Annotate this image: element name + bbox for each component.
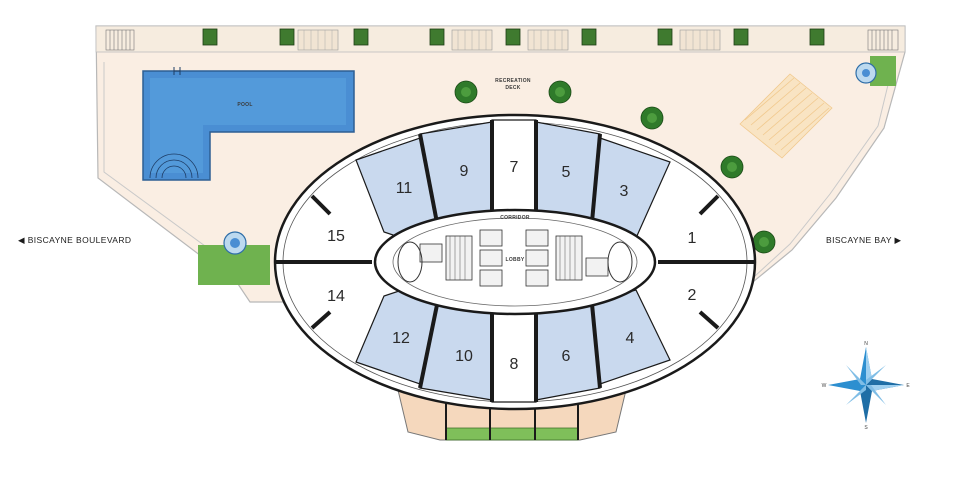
recreation-deck-label-line1: RECREATION <box>495 78 531 84</box>
lobby-label: LOBBY <box>506 257 525 263</box>
stair-right <box>867 29 899 51</box>
recreation-deck-label-line2: DECK <box>505 85 520 91</box>
compass-north: N <box>864 341 868 347</box>
fountain-left <box>198 231 270 285</box>
corridor-label: CORRIDOR <box>500 215 530 221</box>
compass-east: E <box>906 383 910 389</box>
unit-10: 10 <box>455 348 473 365</box>
core-elevators <box>419 229 609 287</box>
units-blue <box>355 121 671 401</box>
compass-rose <box>828 347 904 423</box>
pool-label: POOL <box>237 102 252 108</box>
unit-6: 6 <box>562 348 571 365</box>
compass-south: S <box>864 425 868 431</box>
unit-7: 7 <box>510 159 519 176</box>
unit-14: 14 <box>327 288 345 305</box>
sun-deck <box>739 73 833 159</box>
unit-1: 1 <box>688 230 697 247</box>
unit-15: 15 <box>327 228 345 245</box>
planters-top <box>202 28 825 46</box>
compass-west: W <box>822 383 827 389</box>
street-label-left: ◀ BISCAYNE BOULEVARD <box>18 235 132 245</box>
unit-9: 9 <box>460 163 469 180</box>
unit-4: 4 <box>626 330 635 347</box>
unit-12: 12 <box>392 330 410 347</box>
unit-5: 5 <box>562 164 571 181</box>
stair-left <box>105 29 135 51</box>
unit-2: 2 <box>688 287 697 304</box>
pool <box>142 67 355 181</box>
street-label-right: BISCAYNE BAY ▶ <box>826 235 902 245</box>
unit-11: 11 <box>396 180 413 197</box>
unit-8: 8 <box>510 356 519 373</box>
fountain-right <box>855 56 896 86</box>
unit-3: 3 <box>620 183 629 200</box>
